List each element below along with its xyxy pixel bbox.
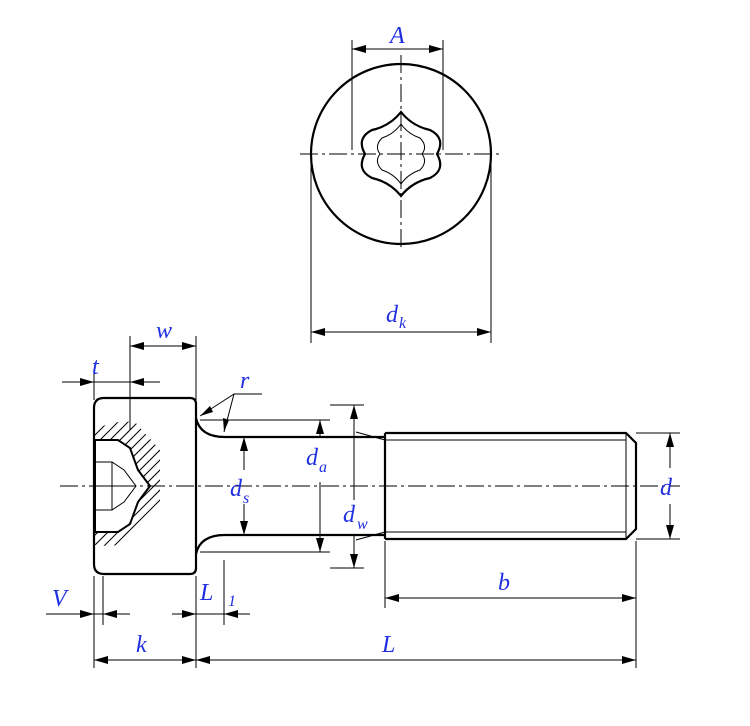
t-arrow-right <box>130 378 144 386</box>
L1-label: L <box>199 580 213 606</box>
dk-arrow-left <box>311 328 325 336</box>
head-outline <box>92 396 198 576</box>
ds-arrow-top <box>240 437 248 451</box>
d-label: d <box>660 475 673 501</box>
da-arrow-bottom <box>316 538 324 552</box>
L-label: L <box>381 632 395 658</box>
neck-fillet-bottom <box>194 533 385 555</box>
side-dimensions: w t r d a d s <box>46 318 680 668</box>
V-arrow-left <box>80 610 94 618</box>
ds-label: d <box>230 476 243 502</box>
da-subscript: a <box>319 459 327 476</box>
side-view <box>60 396 680 576</box>
k-arrow-right <box>182 656 196 664</box>
dk-subscript: k <box>399 315 407 332</box>
t-label: t <box>92 354 100 380</box>
dw-leader-bottom <box>355 531 386 541</box>
L1-arrow-left <box>182 610 196 618</box>
dw-arrow-top <box>350 405 358 419</box>
neck-fillet-top <box>194 417 385 439</box>
w-label: w <box>156 318 172 344</box>
L-arrow-left <box>196 656 210 664</box>
b-label: b <box>498 570 510 596</box>
r-label: r <box>240 368 250 394</box>
L1-subscript: 1 <box>228 593 236 610</box>
dw-label: d <box>343 502 356 528</box>
L-arrow-right <box>622 656 636 664</box>
t-arrow-left <box>80 378 94 386</box>
d-arrow-bottom <box>666 525 674 539</box>
V-label: V <box>52 586 69 612</box>
ds-arrow-bottom <box>240 521 248 535</box>
top-view: A d k <box>300 23 502 343</box>
dw-leader-top <box>355 431 386 441</box>
dw-arrow-bottom <box>350 554 358 568</box>
b-arrow-left <box>385 594 399 602</box>
k-label: k <box>136 632 147 658</box>
r-arrow-2 <box>223 418 229 432</box>
dk-label: d <box>386 302 399 328</box>
A-label: A <box>388 23 405 49</box>
dk-arrow-right <box>477 328 491 336</box>
L1-arrow-right <box>224 610 238 618</box>
V-arrow-right <box>103 610 117 618</box>
b-arrow-right <box>622 594 636 602</box>
A-arrow-left <box>352 45 366 53</box>
d-arrow-top <box>666 433 674 447</box>
r-arrow-1 <box>200 406 213 416</box>
w-arrow-left <box>130 342 144 350</box>
A-arrow-right <box>429 45 443 53</box>
w-arrow-right <box>182 342 196 350</box>
ds-subscript: s <box>243 490 249 507</box>
k-arrow-left <box>94 656 108 664</box>
da-arrow-top <box>316 420 324 434</box>
dw-subscript: w <box>357 516 368 533</box>
da-label: d <box>306 445 319 471</box>
